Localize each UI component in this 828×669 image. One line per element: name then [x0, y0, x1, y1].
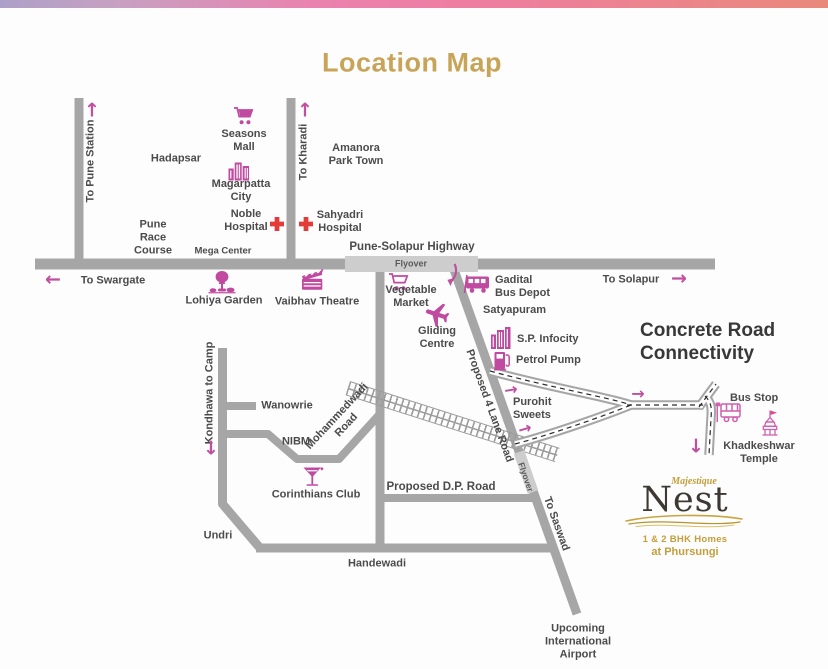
martini-icon [302, 467, 324, 488]
arrow-down-icon: ↓ [203, 437, 219, 460]
place-label-petrol-pump: Petrol Pump [516, 354, 581, 366]
road-label-proposed-dp: Proposed D.P. Road [386, 481, 496, 494]
place-label-gadital-bus-depot: Gadital Bus Depot [495, 274, 550, 299]
logo-tagline-location: at Phursungi [651, 546, 719, 558]
place-label-satyapuram: Satyapuram [483, 304, 546, 316]
bus-icon [462, 274, 491, 295]
arrow-up-icon: ↑ [297, 99, 313, 122]
place-label-vegetable-market: Vegetable Market [385, 284, 437, 309]
flyover-label-highway: Flyover [394, 258, 428, 269]
place-label-vaibhav-theatre: Vaibhav Theatre [274, 295, 360, 308]
road-label-pune-solapur-highway: Pune-Solapur Highway [349, 241, 475, 254]
place-label-bus-stop: Bus Stop [730, 392, 779, 404]
logo-name: Nest [641, 480, 729, 520]
place-label-purohit-sweets: Purohit Sweets [513, 396, 552, 421]
road-nibm-mohammedwadi [226, 412, 382, 463]
road-label-kondhawa-to-camp: Kondhawa to Camp [203, 341, 216, 445]
tree-icon [206, 271, 238, 295]
logo-nest-swash-icon [625, 514, 743, 528]
place-label-undri: Undri [203, 529, 233, 542]
road-label-to-swargate: To Swargate [80, 274, 146, 287]
place-label-mega-center: Mega Center [194, 245, 252, 257]
shopping-cart-icon [388, 273, 410, 292]
road-label-to-pune-station: To Pune Station [84, 119, 97, 203]
flyover-rail-deck [513, 450, 539, 494]
curved-arrow-down-icon [441, 263, 459, 290]
concrete-road-centerlines [489, 370, 717, 456]
airplane-icon [425, 301, 453, 328]
logo-tagline-homes: 1 & 2 BHK Homes [642, 534, 728, 545]
hospital-cross-icon [299, 217, 313, 231]
hospital-cross-icon [270, 217, 284, 231]
place-label-hadapsar: Hadapsar [150, 152, 202, 165]
road-kondhawa-to-camp [218, 348, 264, 551]
temple-flag-icon [761, 410, 780, 436]
place-label-noble-hospital: Noble Hospital [224, 208, 268, 233]
place-label-corinthians-club: Corinthians Club [271, 488, 361, 501]
arrow-up-icon: ↑ [84, 99, 100, 122]
road-label-to-kharadi: To Kharadi [297, 123, 310, 181]
road-label-to-solapur: To Solapur [602, 273, 660, 286]
place-label-lohiya-garden: Lohiya Garden [185, 294, 263, 307]
place-label-seasons-mall: Seasons Mall [221, 128, 267, 153]
page-title: Location Map [322, 47, 502, 78]
place-label-gliding-centre: Gliding Centre [418, 325, 456, 350]
shopping-cart-icon [233, 107, 255, 126]
arrow-left-icon: ← [45, 268, 61, 291]
fuel-pump-icon [493, 351, 512, 372]
arrow-down-icon: ↓ [688, 435, 704, 458]
place-label-pune-race-course: Pune Race Course [134, 218, 172, 257]
place-label-handewadi: Handewadi [347, 557, 407, 570]
headline-concrete-road-connectivity: Concrete Road Connectivity [640, 320, 776, 364]
arrow-right-icon: → [631, 384, 645, 403]
majestique-nest-logo: Majestique Nest 1 & 2 BHK Homes at Phurs… [620, 476, 750, 558]
gradient-top-bar [0, 0, 828, 8]
place-label-upcoming-airport: Upcoming International Airport [544, 622, 612, 661]
place-label-amanora-park-town: Amanora Park Town [328, 142, 384, 167]
place-label-magarpatta-city: Magarpatta City [211, 178, 271, 203]
place-label-sahyadri-hospital: Sahyadri Hospital [316, 209, 364, 234]
buildings-icon [228, 160, 252, 181]
buildings-icon [491, 327, 512, 350]
clapperboard-icon [301, 269, 326, 294]
arrow-right-icon: → [671, 267, 687, 290]
logo-brand: Majestique [671, 476, 717, 487]
flyover-highway-deck [345, 256, 478, 272]
bus-outline-icon [715, 402, 743, 425]
place-label-sp-infocity: S.P. Infocity [517, 333, 579, 345]
place-label-wanowrie: Wanowrie [261, 399, 313, 412]
place-label-khadkeshwar-temple: Khadkeshwar Temple [723, 440, 795, 465]
place-label-nibm: NIBM [281, 435, 311, 448]
